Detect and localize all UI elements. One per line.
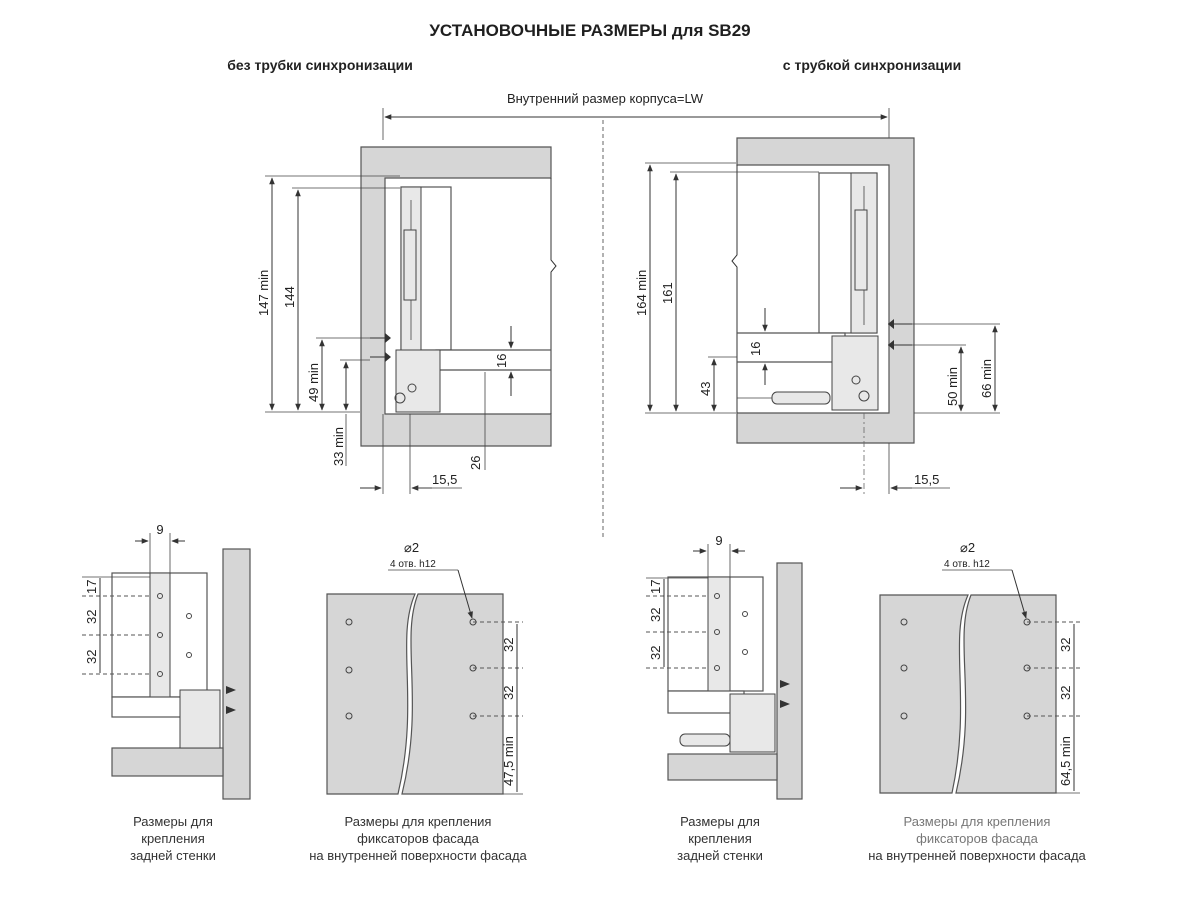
- dim-9-right: 9: [715, 533, 722, 548]
- caption-right-1: Размеры для: [680, 814, 760, 829]
- dim-16: 16: [494, 354, 509, 368]
- dim-164min: 164 min: [634, 270, 649, 316]
- dim-32-front-a: 32: [501, 638, 516, 652]
- dim-16-right: 16: [748, 342, 763, 356]
- dim-9: 9: [156, 522, 163, 537]
- subtitle-with-tube: с трубкой синхронизации: [783, 57, 961, 73]
- front-caption-right-1: Размеры для крепления: [904, 814, 1051, 829]
- dim-33min: 33 min: [331, 427, 346, 466]
- dim-161: 161: [660, 282, 675, 304]
- dim-32-front-right-a: 32: [1058, 638, 1073, 652]
- dim-17-right: 17: [648, 580, 663, 594]
- dim-144: 144: [282, 286, 297, 308]
- dim-32b: 32: [84, 650, 99, 664]
- dim-26: 26: [468, 456, 483, 470]
- subtitle-without-tube: без трубки синхронизации: [227, 57, 413, 73]
- dim-43: 43: [698, 382, 713, 396]
- caption-line-1: Размеры для: [133, 814, 213, 829]
- right-side-section: 164 min 161 16 43 50 min 66 min 15,5: [634, 137, 1000, 494]
- dim-47-5min: 47,5 min: [501, 736, 516, 786]
- dim-15-5-right: 15,5: [914, 472, 939, 487]
- dim-147min: 147 min: [256, 270, 271, 316]
- caption-line-3: задней стенки: [130, 848, 216, 863]
- hole-spec: 4 отв. h12: [390, 559, 436, 570]
- hole-spec-right: 4 отв. h12: [944, 559, 990, 570]
- front-caption-1: Размеры для крепления: [345, 814, 492, 829]
- dim-32-front-right-b: 32: [1058, 686, 1073, 700]
- dim-15-5: 15,5: [432, 472, 457, 487]
- front-caption-2: фиксаторов фасада: [357, 831, 479, 846]
- caption-right-3: задней стенки: [677, 848, 763, 863]
- dim-32a-right: 32: [648, 608, 663, 622]
- hole-diameter-right: ⌀2: [960, 540, 975, 555]
- caption-right-2: крепления: [688, 831, 751, 846]
- right-front-panel-detail: 32 32 64,5 min ⌀2 4 отв. h12 Размеры для…: [868, 540, 1086, 863]
- dim-50min: 50 min: [945, 367, 960, 406]
- front-caption-right-3: на внутренней поверхности фасада: [868, 848, 1086, 863]
- lw-dimension: Внутренний размер корпуса=LW: [382, 88, 890, 140]
- dim-17: 17: [84, 580, 99, 594]
- dim-49min: 49 min: [306, 363, 321, 402]
- dim-32a: 32: [84, 610, 99, 624]
- lw-label: Внутренний размер корпуса=LW: [507, 91, 704, 106]
- hole-diameter: ⌀2: [404, 540, 419, 555]
- dim-32b-right: 32: [648, 646, 663, 660]
- front-caption-right-2: фиксаторов фасада: [916, 831, 1038, 846]
- caption-line-2: крепления: [141, 831, 204, 846]
- left-front-panel-detail: 32 32 47,5 min ⌀2 4 отв. h12 Размеры для…: [309, 540, 527, 863]
- dim-64-5min: 64,5 min: [1058, 736, 1073, 786]
- front-caption-3: на внутренней поверхности фасада: [309, 848, 527, 863]
- left-side-section: 147 min 144 49 min 33 min 16 26 15,5: [256, 146, 557, 494]
- left-rear-wall-detail: 9 17 32 32 Размеры для крепления задней …: [82, 522, 251, 863]
- dim-66min: 66 min: [979, 359, 994, 398]
- dim-32-front-b: 32: [501, 686, 516, 700]
- page-title: УСТАНОВОЧНЫЕ РАЗМЕРЫ для SB29: [429, 21, 750, 40]
- right-rear-wall-detail: 9 17 32 32 Размеры для крепления задней …: [646, 533, 803, 863]
